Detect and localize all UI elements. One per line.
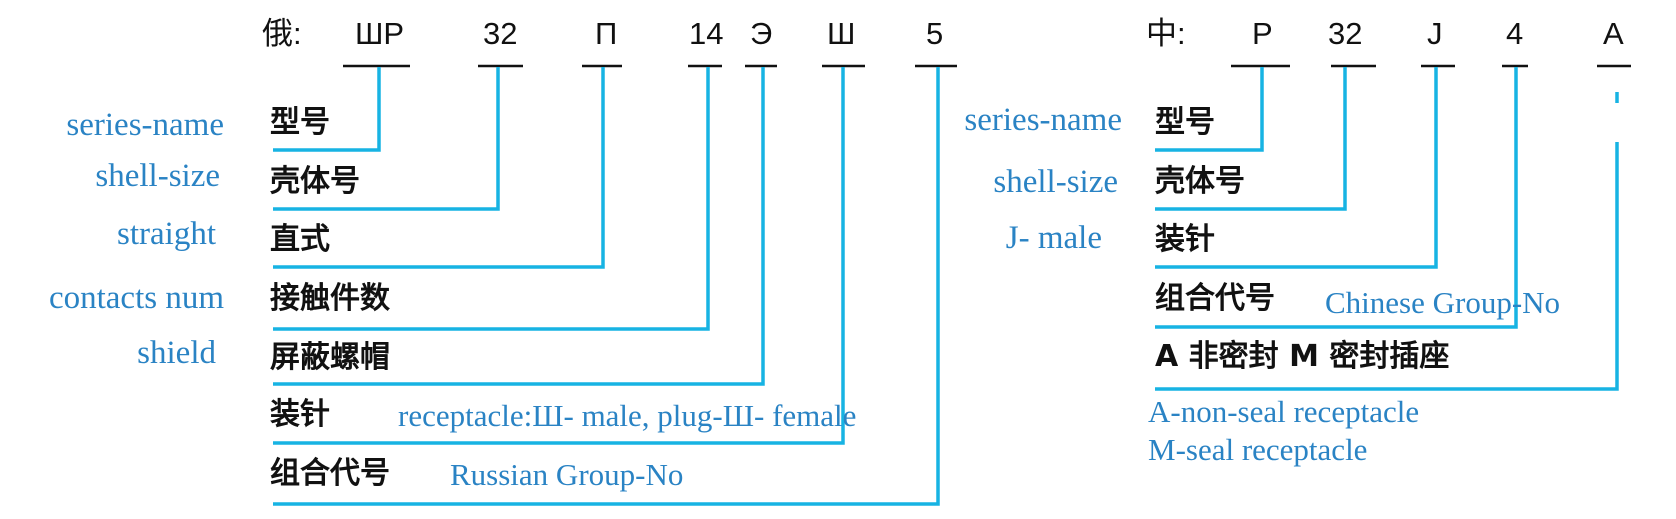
field-en-straight: straight: [117, 216, 216, 252]
leader-cn-group: [1155, 67, 1518, 329]
leader-straight: [273, 67, 605, 269]
leader-cn-shell-size: [1155, 67, 1347, 211]
field-cn-shell-size: 壳体号: [270, 164, 360, 199]
code-series: ШР: [355, 16, 405, 51]
field-en-contacts-num: contacts num: [48, 280, 224, 316]
leader-cn-seal: [1155, 142, 1619, 391]
leader-series-name: [273, 67, 381, 152]
leader-shell-size: [273, 67, 500, 211]
leader-cn-male: [1155, 67, 1438, 269]
field-cn-straight: 直式: [270, 222, 330, 257]
field-cn-series-name: 型号: [270, 105, 330, 140]
field-en-cn-series-name: series-name: [964, 102, 1122, 138]
leader-shield: [273, 67, 765, 386]
code-cn-shell-size: 32: [1328, 16, 1363, 51]
code-contacts: 14: [689, 16, 724, 51]
code-cn-seal: A: [1603, 16, 1624, 51]
field-cn-pin-type: 装针: [270, 397, 330, 432]
field-cn-cn-male: 装针: [1155, 222, 1215, 257]
code-cn-series: P: [1252, 16, 1273, 51]
russian-prefix: 俄:: [262, 16, 302, 51]
code-shield: Э: [750, 16, 773, 51]
note-seal: M-seal receptacle: [1148, 432, 1368, 467]
note-pin-type: receptacle:Ш- male, plug-Ш- female: [398, 398, 857, 433]
field-cn-cn-series-name: 型号: [1155, 105, 1215, 140]
note-chinese-group: Chinese Group-No: [1325, 285, 1561, 320]
chinese-prefix: 中:: [1146, 16, 1186, 51]
leader-cn-series-name: [1155, 67, 1264, 152]
code-cn-group: 4: [1506, 16, 1524, 51]
leader-pin-type: [273, 67, 845, 445]
code-cn-male: J: [1427, 16, 1443, 51]
leader-contacts-num: [273, 67, 710, 331]
field-cn-cn-shell-size: 壳体号: [1155, 164, 1245, 199]
field-cn-shield: 屏蔽螺帽: [270, 340, 390, 375]
code-group: 5: [926, 16, 944, 51]
field-en-cn-male: J- male: [1005, 220, 1102, 256]
note-russian-group: Russian Group-No: [450, 457, 684, 492]
code-shell-size: 32: [483, 16, 518, 51]
field-cn-contacts-num: 接触件数: [270, 281, 390, 316]
field-en-shield: shield: [137, 335, 216, 371]
field-en-series-name: series-name: [66, 107, 224, 143]
field-cn-cn-group: 组合代号: [1155, 281, 1275, 316]
field-en-shell-size: shell-size: [95, 158, 220, 194]
leader-russian-group: [273, 67, 940, 506]
field-en-cn-shell-size: shell-size: [993, 164, 1118, 200]
note-non-seal: A-non-seal receptacle: [1148, 394, 1420, 429]
field-cn-group: 组合代号: [270, 456, 390, 491]
code-pin: Ш: [827, 16, 856, 51]
field-cn-cn-seal: A 非密封 M 密封插座: [1155, 339, 1450, 374]
code-straight: П: [595, 16, 618, 51]
